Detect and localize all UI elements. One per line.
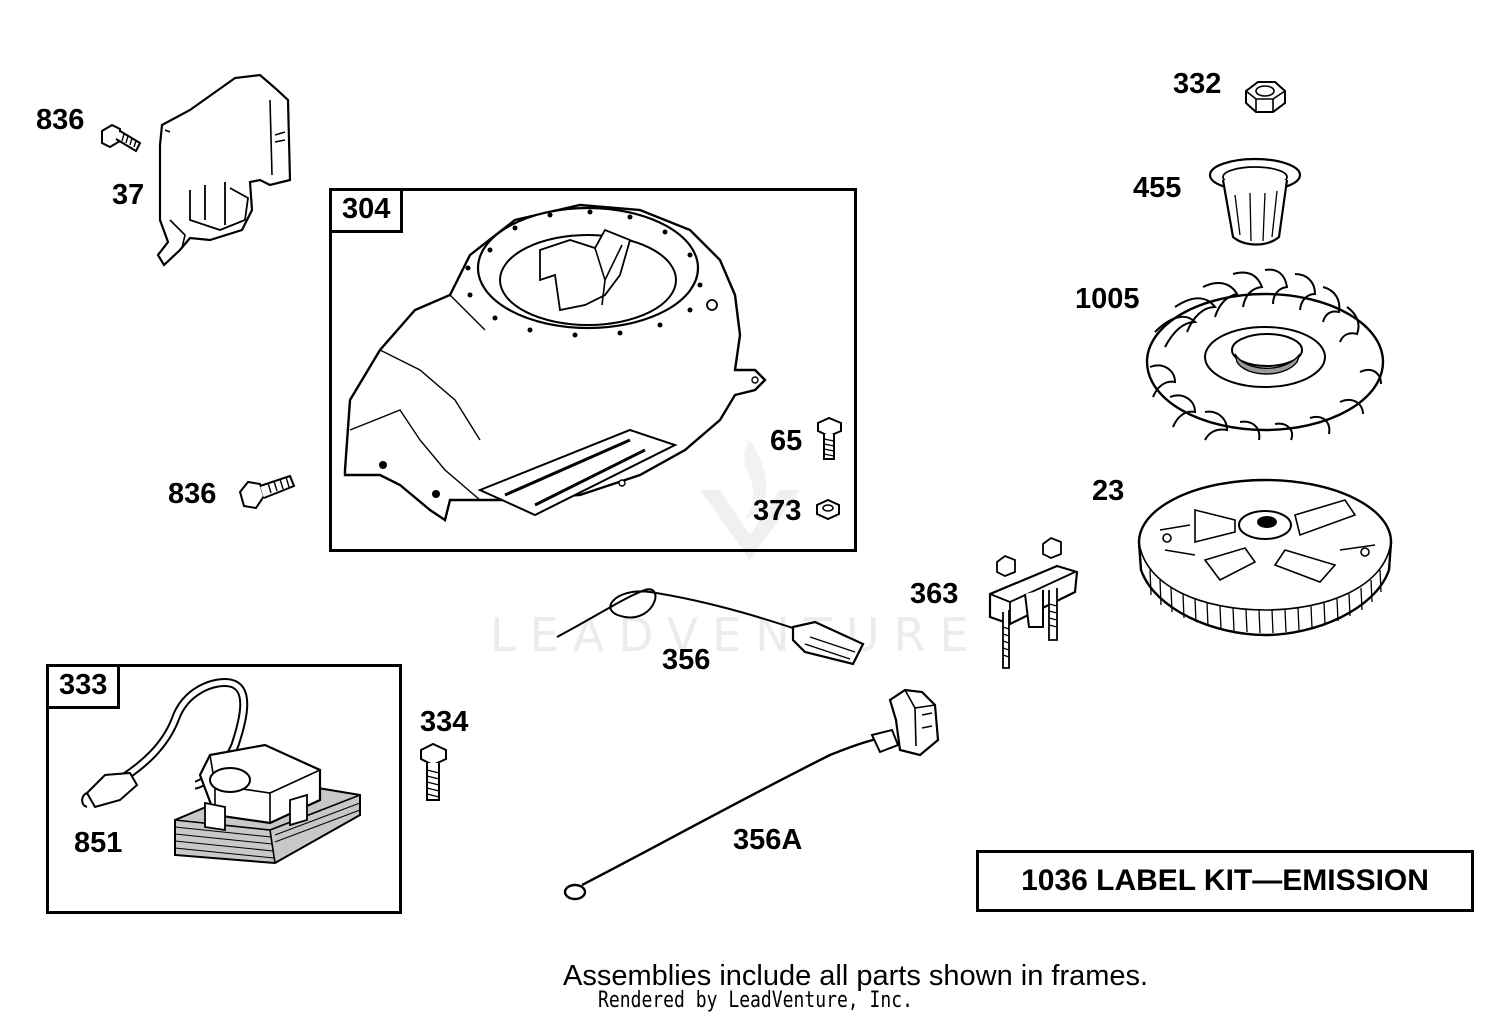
bolt-part-836-top — [100, 123, 145, 158]
frame-304: 304 — [329, 188, 857, 552]
callout-65: 65 — [770, 425, 803, 457]
render-credit: Rendered by LeadVenture, Inc. — [598, 988, 913, 1013]
wire-part-356 — [555, 582, 870, 672]
callout-37: 37 — [112, 179, 145, 211]
screw-part-65 — [815, 417, 845, 462]
callout-356a: 356A — [733, 824, 803, 856]
callout-836-middle: 836 — [168, 478, 217, 510]
cup-part-455 — [1205, 155, 1305, 250]
callout-334: 334 — [420, 706, 469, 738]
callout-363: 363 — [910, 578, 959, 610]
label-kit-box: 1036 LABEL KIT—EMISSION — [976, 850, 1474, 912]
callout-836-top: 836 — [36, 104, 85, 136]
frame-tag-333: 333 — [49, 667, 121, 709]
ignition-coil-part-851 — [75, 675, 365, 875]
armature-bracket-part-363 — [985, 532, 1085, 670]
frame-tag-304: 304 — [332, 191, 404, 233]
fan-part-1005 — [1135, 262, 1395, 447]
label-kit-text: 1036 LABEL KIT—EMISSION — [1021, 864, 1429, 897]
bolt-part-836-middle — [238, 472, 298, 517]
assemblies-note: Assemblies include all parts shown in fr… — [563, 960, 1149, 992]
bolt-part-334 — [418, 742, 450, 804]
callout-851: 851 — [74, 827, 123, 859]
callout-356: 356 — [662, 644, 711, 676]
bracket-part-37 — [150, 70, 300, 270]
callout-332: 332 — [1173, 68, 1222, 100]
callout-1005: 1005 — [1075, 283, 1140, 315]
ground-wire-part-356a — [560, 680, 950, 905]
callout-373: 373 — [753, 495, 802, 527]
watermark-text: LEADVENTURE — [490, 608, 983, 662]
watermark-logo — [700, 440, 800, 560]
callout-455: 455 — [1133, 172, 1182, 204]
blower-housing-part-304 — [340, 200, 780, 530]
flywheel-part-23 — [1135, 470, 1395, 640]
callout-23: 23 — [1092, 475, 1125, 507]
nut-part-373 — [814, 498, 842, 522]
nut-part-332 — [1243, 77, 1288, 117]
frame-333: 333 — [46, 664, 402, 914]
